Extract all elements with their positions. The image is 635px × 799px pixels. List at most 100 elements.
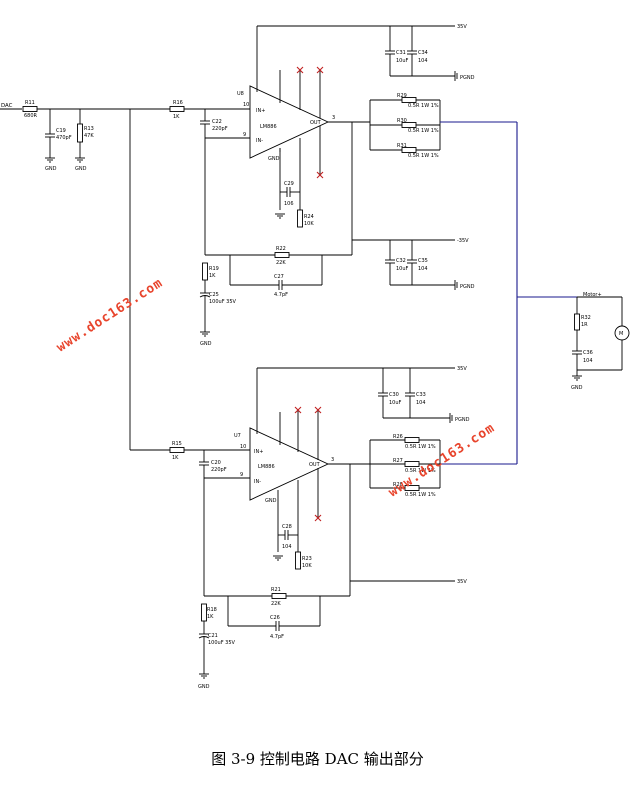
r29-ref: R29 xyxy=(397,93,407,99)
r19-ref: R19 xyxy=(209,266,219,272)
gnd-label-f: GND xyxy=(198,684,210,690)
c26-value: 4.7pF xyxy=(270,634,284,640)
u8-in-pos: IN+ xyxy=(256,108,265,114)
resistor-r24 xyxy=(297,209,303,228)
resistor-r19 xyxy=(202,262,208,281)
r29-value: 0.5R 1W 1% xyxy=(408,103,439,109)
u8-gnd-pin: GND xyxy=(268,156,280,162)
resistor-r27 xyxy=(404,461,420,467)
r11-value: 680R xyxy=(24,113,38,119)
c25-ref: C25 xyxy=(209,292,219,298)
resistor-r15 xyxy=(169,447,185,453)
resistor-r18 xyxy=(201,603,207,622)
u8-part: LM886 xyxy=(260,124,277,130)
motor-ref: M xyxy=(619,331,623,337)
u7-in-pos: IN+ xyxy=(254,449,263,455)
nc-x1b xyxy=(296,66,304,74)
c34-ref: C34 xyxy=(418,50,428,56)
nc-x5b xyxy=(314,406,322,414)
u8-pin10: 10 xyxy=(243,102,249,108)
r28-value: 0.5R 1W 1% xyxy=(405,492,436,498)
r24-value: 10K xyxy=(304,221,314,227)
u8-in-neg: IN- xyxy=(256,138,263,144)
amp2-neg35-label: 35V xyxy=(457,579,467,585)
c30-value: 10uF xyxy=(389,400,402,406)
c34-value: 104 xyxy=(418,58,428,64)
nc-x3b xyxy=(316,171,324,179)
u7-in-neg: IN- xyxy=(254,479,261,485)
r18-value: 1K xyxy=(207,614,214,620)
r21-value: 22K xyxy=(271,601,281,607)
amp1-pgnd-label: PGND xyxy=(460,75,475,81)
r26-value: 0.5R 1W 1% xyxy=(405,444,436,450)
r30-value: 0.5R 1W 1% xyxy=(408,128,439,134)
c27-value: 4.7pF xyxy=(274,292,288,298)
amp1-pgnd2-label: PGND xyxy=(460,284,475,290)
resistor-r21 xyxy=(271,593,287,599)
u8-pin9: 9 xyxy=(243,132,246,138)
r32-value: 1R xyxy=(581,322,588,328)
c20-value: 220pF xyxy=(211,467,227,473)
r21-ref: R21 xyxy=(271,587,281,593)
c19-ref: C19 xyxy=(56,128,66,134)
r27-ref: R27 xyxy=(393,458,403,464)
u7-pin10: 10 xyxy=(240,444,246,450)
c27-ref: C27 xyxy=(274,274,284,280)
watermark-left: www.doc163.com xyxy=(54,275,166,355)
c29-value: 106 xyxy=(284,201,294,207)
u7-pin9: 9 xyxy=(240,472,243,478)
c22-ref: C22 xyxy=(212,119,222,125)
resistor-r26 xyxy=(404,437,420,443)
resistor-r13 xyxy=(77,123,83,143)
r16-value: 1K xyxy=(173,114,180,120)
nc-x4b xyxy=(294,406,302,414)
c32-ref: C32 xyxy=(396,258,406,264)
c19-value: 470pF xyxy=(56,135,72,141)
nc-x2b xyxy=(316,66,324,74)
c36-value: 104 xyxy=(583,358,593,364)
c33-ref: C33 xyxy=(416,392,426,398)
c31-value: 10uF xyxy=(396,58,409,64)
r13-ref: R13 xyxy=(84,126,94,132)
amp1-neg35-label: -35V xyxy=(457,238,469,244)
c25-value: 100uF 35V xyxy=(209,299,237,305)
amp1-35v-label: 35V xyxy=(457,24,467,30)
u7-out: OUT xyxy=(309,462,321,468)
c28-ref: C28 xyxy=(282,524,292,530)
opamp-u8 xyxy=(249,85,330,159)
gnd-label-a: GND xyxy=(45,166,57,172)
c28-value: 104 xyxy=(282,544,292,550)
c30-ref: C30 xyxy=(389,392,399,398)
r15-value: 1K xyxy=(172,455,179,461)
nc-x6b xyxy=(314,514,322,522)
u8-ref: U8 xyxy=(237,91,244,97)
gnd-label-m: GND xyxy=(571,385,583,391)
r23-value: 10K xyxy=(302,563,312,569)
c33-value: 104 xyxy=(416,400,426,406)
c29-ref: C29 xyxy=(284,181,294,187)
r26-ref: R26 xyxy=(393,434,403,440)
c35-ref: C35 xyxy=(418,258,428,264)
r28-ref: R28 xyxy=(393,482,403,488)
u7-part: LM886 xyxy=(258,464,275,470)
resistor-r11 xyxy=(22,106,38,112)
r32-ref: R32 xyxy=(581,315,591,321)
resistor-r23 xyxy=(295,551,301,570)
r16-ref: R16 xyxy=(173,100,183,106)
r31-ref: R31 xyxy=(397,143,407,149)
r22-value: 22K xyxy=(276,260,286,266)
u8-out: OUT xyxy=(310,120,322,126)
r24-ref: R24 xyxy=(304,214,314,220)
r11-ref: R11 xyxy=(25,100,35,106)
c22-value: 220pF xyxy=(212,126,228,132)
c32-value: 10uF xyxy=(396,266,409,272)
c36-ref: C36 xyxy=(583,350,593,356)
r15-ref: R15 xyxy=(172,441,182,447)
amp2-35v-label: 35V xyxy=(457,366,467,372)
gnd-label-b: GND xyxy=(75,166,87,172)
r27-value: 0.5R 1W 1% xyxy=(405,468,436,474)
amp2-pgnd-label: PGND xyxy=(455,417,470,423)
r23-ref: R23 xyxy=(302,556,312,562)
c21-value: 100uF 35V xyxy=(208,640,236,646)
